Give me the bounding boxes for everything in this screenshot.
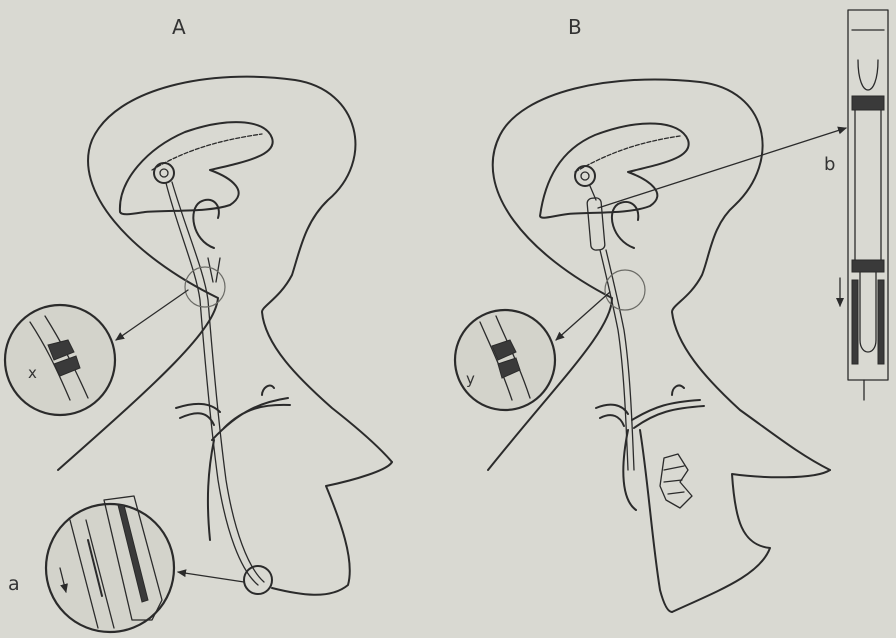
panel-a-catheter-2 <box>172 182 264 582</box>
panel-a-magnifier-x <box>5 305 115 415</box>
panel-b-valve-detail <box>840 10 888 400</box>
panel-a-a-label: a <box>8 573 20 595</box>
panel-b-y-label: y <box>466 370 475 388</box>
panel-a-arrow-to-a <box>178 572 244 582</box>
panel-b-catheter-2 <box>606 250 634 470</box>
valve-detail-top-loop <box>858 60 878 90</box>
panel-b-b-label: b <box>824 154 835 175</box>
panel-a-body-outline <box>58 77 392 470</box>
panel-a-ear <box>193 200 219 248</box>
panel-a-title: A <box>172 15 186 39</box>
panel-a-distal-site-circle <box>244 566 272 594</box>
valve-detail-bottom-loop <box>860 272 876 352</box>
valve-detail-bottom-cap <box>852 260 884 272</box>
panel-b-title: B <box>568 15 582 39</box>
panel-b-ventricle-ring-inner <box>581 172 589 180</box>
panel-b-valve-body <box>587 197 605 250</box>
panel-a-arm-outline <box>272 462 392 595</box>
panel-a-ventricle-ring <box>154 163 174 183</box>
panel-b-arrow-to-y <box>556 292 610 340</box>
panel-b-magnifier-y <box>455 310 555 410</box>
panel-b-arrow-to-b <box>598 128 846 208</box>
panel-b-ventricle <box>575 136 680 172</box>
panel-b-ventricle-ring <box>575 166 595 186</box>
panel-b-body-outline <box>488 79 830 470</box>
panel-b-ear <box>612 202 638 248</box>
panel-a-x-label: x <box>28 364 37 382</box>
panel-b: B y <box>455 10 888 612</box>
panel-b-atrium-hatch <box>664 466 684 494</box>
panel-a-ventricle-ring-inner <box>160 169 168 177</box>
panel-a-catheter <box>166 183 258 585</box>
panel-a-valve-mark <box>208 258 220 282</box>
panel-a: A x a <box>5 15 392 632</box>
valve-detail-top-cap <box>852 96 884 110</box>
panel-a-arrow-to-x <box>116 290 188 340</box>
panel-b-arm-outline <box>672 470 830 612</box>
panel-b-valve-site-circle <box>605 270 645 310</box>
